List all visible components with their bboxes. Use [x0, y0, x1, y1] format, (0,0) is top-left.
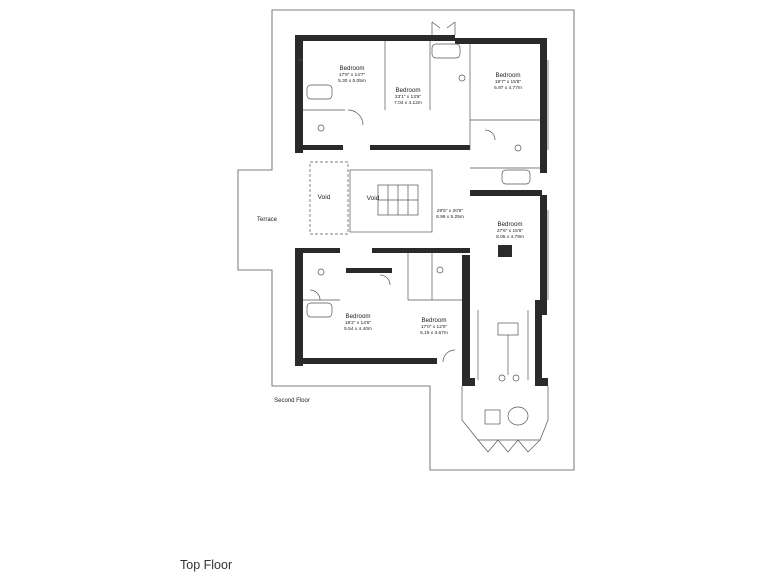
site-outline: [237, 9, 575, 471]
terrace-label: Terrace: [257, 217, 278, 223]
void-label: Void: [318, 194, 331, 201]
svg-text:Bedroom: Bedroom: [345, 313, 370, 320]
room-label-4: Bedroom 27'6" x 15'6" 8.05 x 4.78m: [496, 221, 524, 240]
void-label: Void: [367, 195, 380, 202]
svg-text:Bedroom: Bedroom: [395, 87, 420, 94]
exterior-walls: [295, 35, 548, 386]
room-label-5: Bedroom 18'2" x 14'6" 5.54 x 4.40m: [344, 313, 372, 332]
svg-text:23'1" x 13'6": 23'1" x 13'6": [395, 94, 422, 100]
room-label-2: Bedroom 23'1" x 13'6" 7.04 x 4.12m: [394, 87, 422, 106]
svg-text:8.05 x 4.78m: 8.05 x 4.78m: [496, 234, 524, 240]
svg-text:5.97 x 4.77m: 5.97 x 4.77m: [494, 85, 522, 91]
room-label-6: Bedroom 17'0" x 12'0" 5.19 x 3.67m: [420, 317, 448, 336]
svg-text:5.19 x 3.67m: 5.19 x 3.67m: [420, 330, 448, 336]
svg-text:Bedroom: Bedroom: [421, 317, 446, 324]
svg-text:Bedroom: Bedroom: [339, 65, 364, 72]
svg-text:Bedroom: Bedroom: [495, 72, 520, 79]
hall-dimensions: 29'5" x 20'6" 8.99 x 5.25m: [436, 208, 464, 220]
svg-text:8.99 x 5.25m: 8.99 x 5.25m: [436, 214, 464, 220]
room-label-1: Bedroom 17'9" x 14'7" 5.30 x 5.05m: [338, 65, 366, 84]
svg-text:27'6" x 15'6": 27'6" x 15'6": [497, 228, 524, 234]
floor-caption: Top Floor: [180, 558, 233, 572]
svg-text:18'2" x 14'6": 18'2" x 14'6": [345, 320, 372, 326]
svg-text:29'5" x 20'6": 29'5" x 20'6": [437, 208, 464, 214]
svg-text:17'0" x 12'0": 17'0" x 12'0": [421, 324, 448, 330]
svg-text:17'9" x 14'7": 17'9" x 14'7": [339, 72, 366, 78]
svg-text:7.04 x 4.12m: 7.04 x 4.12m: [394, 100, 422, 106]
svg-text:5.54 x 4.40m: 5.54 x 4.40m: [344, 326, 372, 332]
svg-text:5.30 x 5.05m: 5.30 x 5.05m: [338, 78, 366, 84]
interior-lines: [298, 21, 549, 453]
svg-text:Bedroom: Bedroom: [497, 221, 522, 228]
room-label-3: Bedroom 19'7" x 15'8" 5.97 x 4.77m: [494, 72, 522, 91]
svg-text:19'7" x 15'8": 19'7" x 15'8": [495, 79, 522, 85]
level-label: Second Floor: [274, 398, 310, 404]
